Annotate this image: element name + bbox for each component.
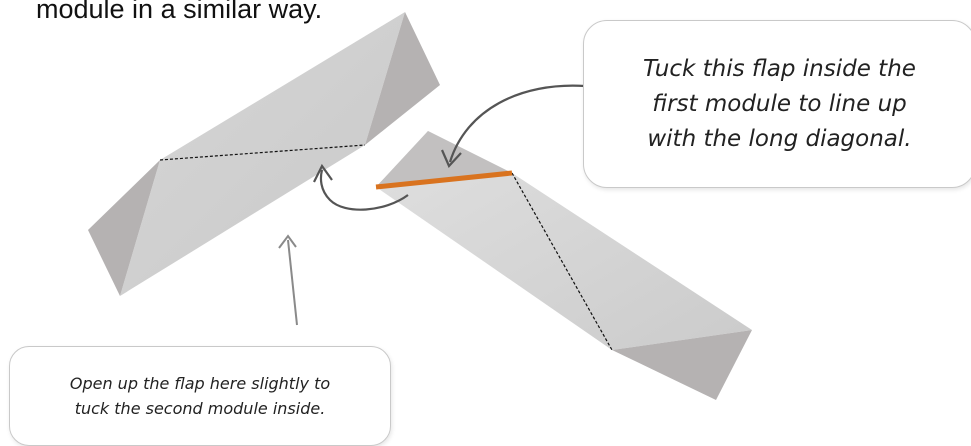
callout-pointer-arrow [440,84,586,168]
orange-flap-edge [375,170,513,190]
second-module-face [376,131,752,350]
second-module [375,131,752,400]
first-module-left-flap [88,160,160,296]
open-flap-callout: Open up the flap here slightly to tuck t… [9,346,391,446]
tuck-instruction-line-3: with the long diagonal. [647,125,912,152]
open-flap-arrow [278,234,298,326]
origami-diagram [88,12,752,400]
open-flap-line-2: tuck the second module inside. [74,399,326,418]
tuck-instruction-line-2: first module to line up [652,90,907,117]
first-module-diagonal-fold [159,144,366,161]
intro-text-fragment: module in a similar way. [36,0,323,24]
second-module-diagonal-fold [511,172,613,351]
tuck-instruction-callout: Tuck this flap inside the first module t… [583,20,971,188]
tuck-instruction-line-1: Tuck this flap inside the [643,55,916,82]
open-flap-line-1: Open up the flap here slightly to [69,374,331,393]
second-module-top-flap [376,131,512,187]
first-module-right-flap [365,12,440,145]
first-module [88,12,440,296]
second-module-bottom-flap [612,330,752,400]
first-module-face [120,12,405,296]
tuck-arrow [313,163,409,211]
